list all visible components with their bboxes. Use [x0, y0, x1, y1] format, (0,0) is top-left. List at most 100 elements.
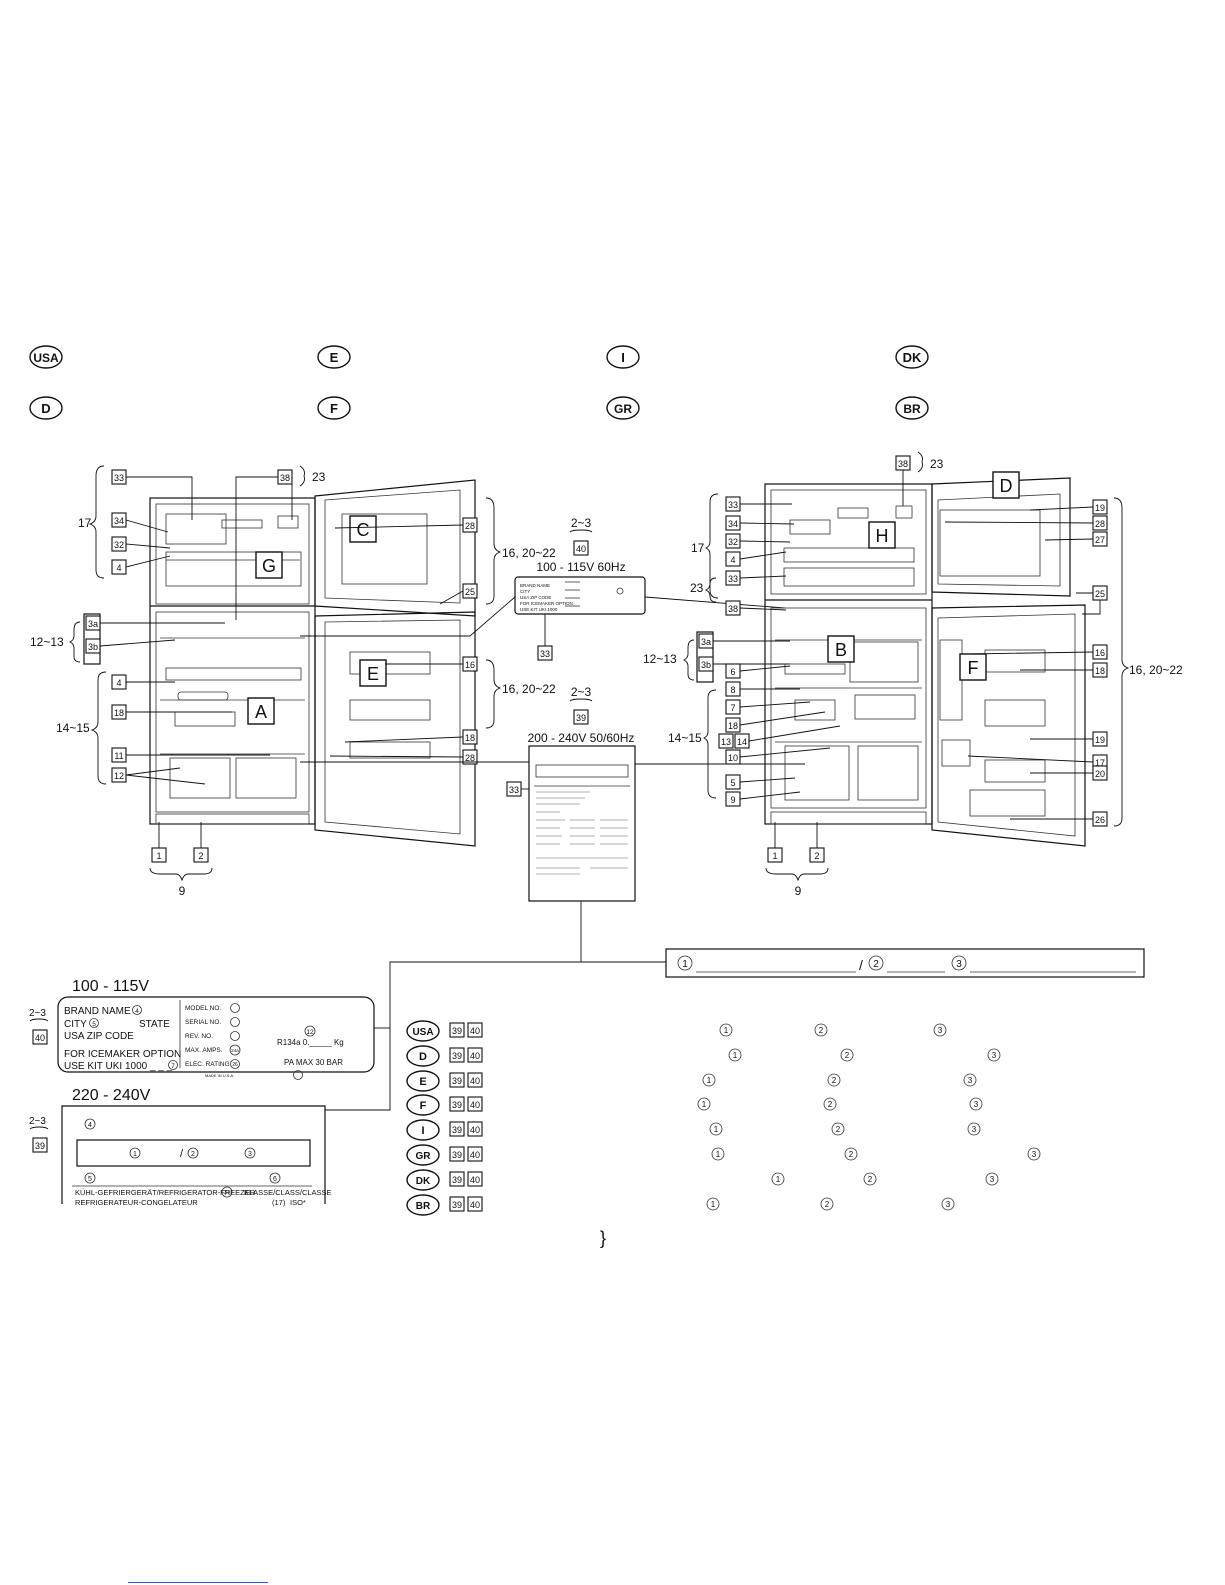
right-callout-4: 4	[725, 551, 787, 567]
svg-text:13: 13	[721, 737, 731, 747]
svg-text:H: H	[876, 526, 889, 546]
svg-text:39: 39	[452, 1125, 462, 1135]
svg-text:1: 1	[133, 1151, 137, 1158]
right-door-group: 16, 20~22	[1113, 497, 1183, 827]
right-callout-19: 19	[1030, 731, 1108, 747]
svg-text:34: 34	[728, 519, 738, 529]
right-callout-20: 20	[1030, 765, 1108, 781]
svg-text:F: F	[968, 658, 979, 678]
svg-text:23: 23	[930, 457, 944, 471]
right-callout-10: 10	[725, 747, 831, 765]
svg-text:1: 1	[714, 1125, 719, 1134]
svg-text:REV. NO.: REV. NO.	[185, 1033, 213, 1040]
svg-text:2~3: 2~3	[29, 1116, 46, 1127]
svg-text:3: 3	[1032, 1150, 1037, 1159]
left-group-17: 17	[78, 465, 105, 579]
svg-text:7: 7	[730, 703, 735, 713]
language-header-row2: D F GR BR	[29, 396, 929, 420]
svg-text:14: 14	[737, 737, 747, 747]
svg-text:3: 3	[974, 1100, 979, 1109]
svg-text:40: 40	[470, 1150, 480, 1160]
left-letter-g: G	[255, 551, 283, 579]
svg-text:KÜHL-GEFRIERGERÄT/REFRIGERATOR: KÜHL-GEFRIERGERÄT/REFRIGERATOR-FREEZER	[75, 1188, 256, 1197]
svg-text:3: 3	[972, 1125, 977, 1134]
svg-text:E: E	[367, 664, 379, 684]
svg-text:100 - 115V: 100 - 115V	[72, 978, 149, 995]
svg-text:F: F	[330, 401, 338, 416]
svg-text:19: 19	[1095, 503, 1105, 513]
svg-text:2: 2	[814, 851, 819, 861]
svg-text:18: 18	[1095, 666, 1105, 676]
right-callout-32: 32	[725, 533, 791, 549]
lang-oval-e: E	[317, 345, 351, 369]
svg-text:12~13: 12~13	[30, 635, 64, 649]
svg-text:3: 3	[956, 959, 962, 970]
right-bottom-group-9: 9	[765, 867, 829, 898]
svg-text:5: 5	[730, 778, 735, 788]
svg-text:1: 1	[707, 1076, 712, 1085]
right-callout-14: 14	[734, 725, 841, 749]
right-callout-25: 25	[1076, 585, 1108, 615]
svg-text:14~15: 14~15	[56, 721, 90, 735]
svg-text:16, 20~22: 16, 20~22	[502, 546, 556, 560]
lang-oval-br: BR	[895, 396, 929, 420]
right-group-17: 17	[691, 493, 719, 599]
plate-60hz-header: 2~3 40 100 - 115V 60Hz	[536, 516, 625, 574]
closing-brace: }	[600, 1228, 606, 1248]
right-callout-18: 18	[1020, 662, 1108, 678]
svg-text:D: D	[41, 401, 50, 416]
svg-text:40: 40	[35, 1033, 45, 1043]
svg-text:40: 40	[470, 1125, 480, 1135]
footer-link-underline[interactable]	[128, 1582, 268, 1583]
svg-text:3b: 3b	[701, 660, 711, 670]
left-callout-34: 34	[111, 512, 169, 533]
right-callout-18-left: 18	[725, 711, 826, 733]
svg-text:16, 20~22: 16, 20~22	[502, 682, 556, 696]
svg-text:1: 1	[733, 1051, 738, 1060]
svg-text:39: 39	[35, 1141, 45, 1151]
right-callout-16: 16	[969, 644, 1108, 660]
svg-text:FOR ICEMAKER OPTION: FOR ICEMAKER OPTION	[520, 601, 573, 606]
svg-text:USE KIT UKI 1000: USE KIT UKI 1000	[520, 607, 558, 612]
list-row-d: D 39 40 1 2 3	[406, 1045, 1001, 1067]
svg-text:100 - 115V 60Hz: 100 - 115V 60Hz	[536, 560, 625, 574]
svg-text:20: 20	[1095, 769, 1105, 779]
svg-text:2: 2	[191, 1151, 195, 1158]
right-group-23: 23	[690, 577, 717, 603]
record-line-box: 1 / 2 3	[665, 948, 1145, 978]
svg-text:2: 2	[868, 1175, 873, 1184]
svg-text:24a: 24a	[231, 1048, 239, 1053]
svg-text:220 - 240V: 220 - 240V	[72, 1087, 151, 1104]
left-callout-1: 1	[151, 822, 167, 863]
svg-text:2~3: 2~3	[29, 1008, 46, 1019]
right-callout-34: 34	[725, 515, 795, 531]
svg-text:BRAND NAME: BRAND NAME	[520, 583, 550, 588]
svg-text:/: /	[180, 1148, 184, 1160]
left-callout-32: 32	[111, 536, 171, 552]
svg-text:3a: 3a	[88, 619, 98, 629]
right-letter-f: F	[959, 653, 987, 681]
svg-text:2~3: 2~3	[571, 685, 592, 699]
lang-oval-f: F	[317, 396, 351, 420]
svg-text:17: 17	[78, 516, 92, 530]
detail-plate-115v: 100 - 115V 2~3 40 BRAND NAME 4 CITY 5 ST…	[29, 978, 375, 1080]
svg-text:D: D	[1000, 476, 1013, 496]
svg-text:4: 4	[116, 678, 121, 688]
right-callout-6: 6	[725, 663, 791, 679]
language-header-row1: USA E I DK	[29, 345, 929, 369]
svg-text:33: 33	[540, 649, 550, 659]
svg-text:1: 1	[772, 851, 777, 861]
lang-oval-i: I	[606, 345, 640, 369]
svg-text:28: 28	[465, 753, 475, 763]
svg-text:4: 4	[135, 1008, 139, 1015]
svg-text:4: 4	[116, 563, 121, 573]
svg-text:39: 39	[452, 1150, 462, 1160]
svg-text:BR: BR	[416, 1201, 431, 1212]
svg-text:(17): (17)	[272, 1198, 286, 1207]
svg-text:3: 3	[938, 1026, 943, 1035]
svg-text:2~3: 2~3	[571, 516, 592, 530]
left-door-group-bottom: 16, 20~22	[485, 659, 556, 729]
svg-text:9: 9	[795, 884, 802, 898]
svg-text:9: 9	[730, 795, 735, 805]
svg-text:1: 1	[156, 851, 161, 861]
